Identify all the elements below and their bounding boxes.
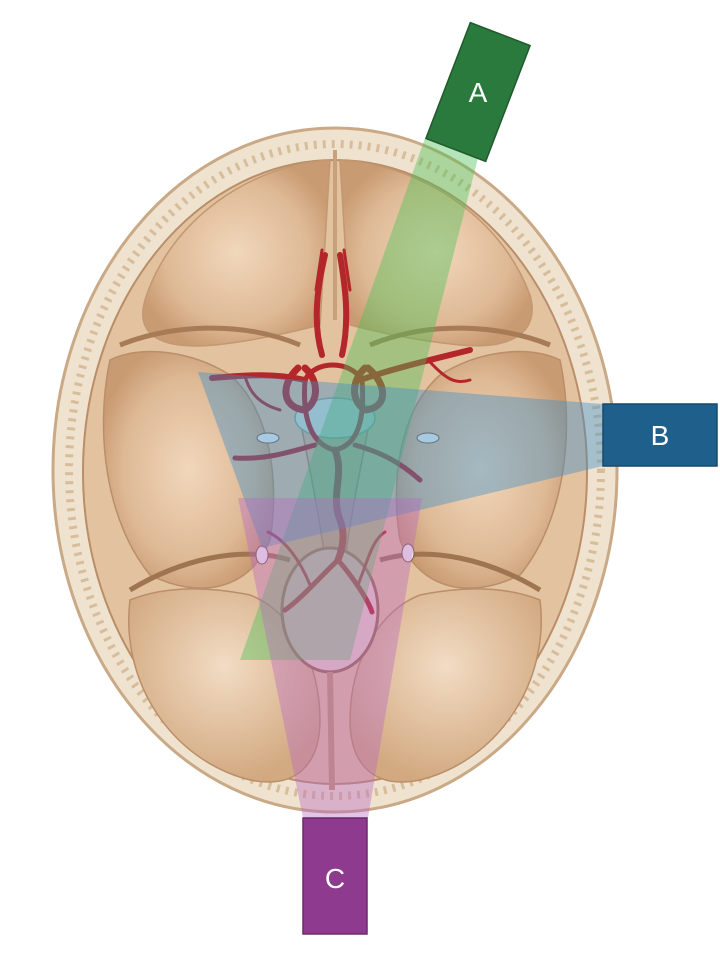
approach-b-label: B: [651, 420, 670, 451]
approach-c-label-box: C: [303, 818, 367, 934]
approach-a-label-box: A: [426, 23, 530, 162]
approach-c-label: C: [325, 863, 345, 894]
approach-a-label: A: [469, 77, 488, 108]
approach-b-label-box: B: [603, 404, 717, 466]
